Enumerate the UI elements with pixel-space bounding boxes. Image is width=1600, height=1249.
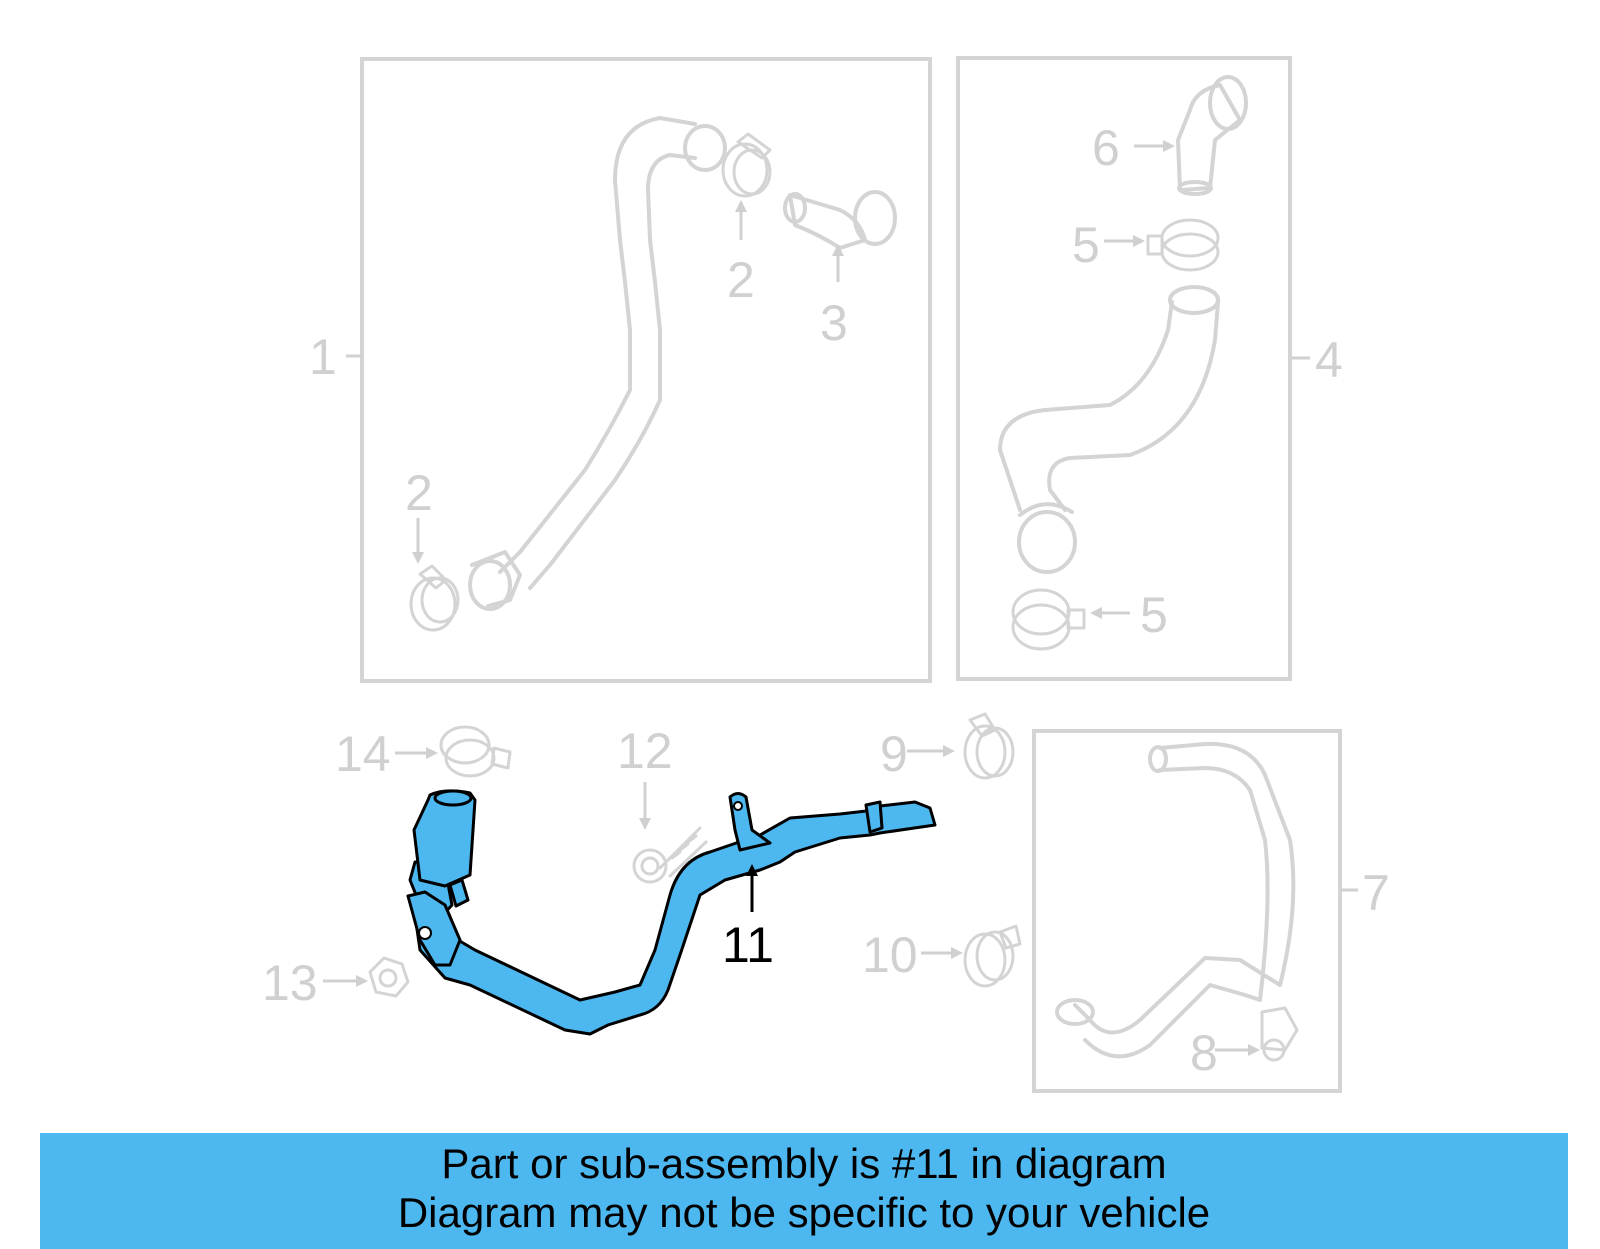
clamp-part-2-top (721, 132, 772, 198)
info-banner: Part or sub-assembly is #11 in diagram D… (40, 1133, 1568, 1249)
callout-2-top: 2 (727, 252, 755, 308)
hose-part-7 (1055, 741, 1296, 1059)
callout-7: 7 (1362, 865, 1390, 921)
callout-3: 3 (820, 295, 848, 351)
clamp-part-14 (439, 725, 512, 778)
banner-line-part-number: Part or sub-assembly is #11 in diagram (441, 1140, 1167, 1187)
elbow-part-3 (783, 190, 897, 250)
nut-part-13 (368, 956, 410, 998)
pipe-part-11 (406, 789, 937, 1036)
callout-5-bottom: 5 (1140, 587, 1168, 643)
clip-part-8 (1260, 1006, 1299, 1062)
hose-part-4 (998, 285, 1220, 574)
callout-4: 4 (1315, 332, 1343, 388)
assembly-box-4 (956, 56, 1292, 681)
bolt-part-12 (632, 826, 708, 884)
assembly-box-1 (360, 57, 932, 683)
leader-line-11 (746, 864, 758, 912)
callout-13: 13 (262, 955, 318, 1011)
callout-1: 1 (309, 329, 337, 385)
elbow-part-6 (1176, 75, 1248, 196)
hose-end-bottom (468, 559, 512, 611)
hose-end-top (683, 124, 727, 172)
callout-5-top: 5 (1072, 217, 1100, 273)
callout-12: 12 (617, 723, 673, 779)
clamp-part-5-bottom (1011, 588, 1086, 651)
callout-2-bottom: 2 (405, 465, 433, 521)
callout-6: 6 (1092, 120, 1120, 176)
callout-10: 10 (862, 927, 918, 983)
callout-8: 8 (1190, 1025, 1218, 1081)
callout-9: 9 (880, 726, 908, 782)
callout-11: 11 (722, 917, 774, 973)
clamp-part-5-top (1146, 218, 1220, 272)
callout-14: 14 (335, 726, 391, 782)
hose-part-1 (468, 116, 727, 611)
clamp-part-10 (963, 924, 1022, 988)
clamp-part-2-bottom (409, 564, 460, 632)
banner-line-disclaimer: Diagram may not be specific to your vehi… (397, 1189, 1211, 1236)
leader-lines (323, 140, 1358, 1056)
clamp-part-9 (963, 712, 1015, 780)
assembly-box-7 (1032, 729, 1342, 1093)
